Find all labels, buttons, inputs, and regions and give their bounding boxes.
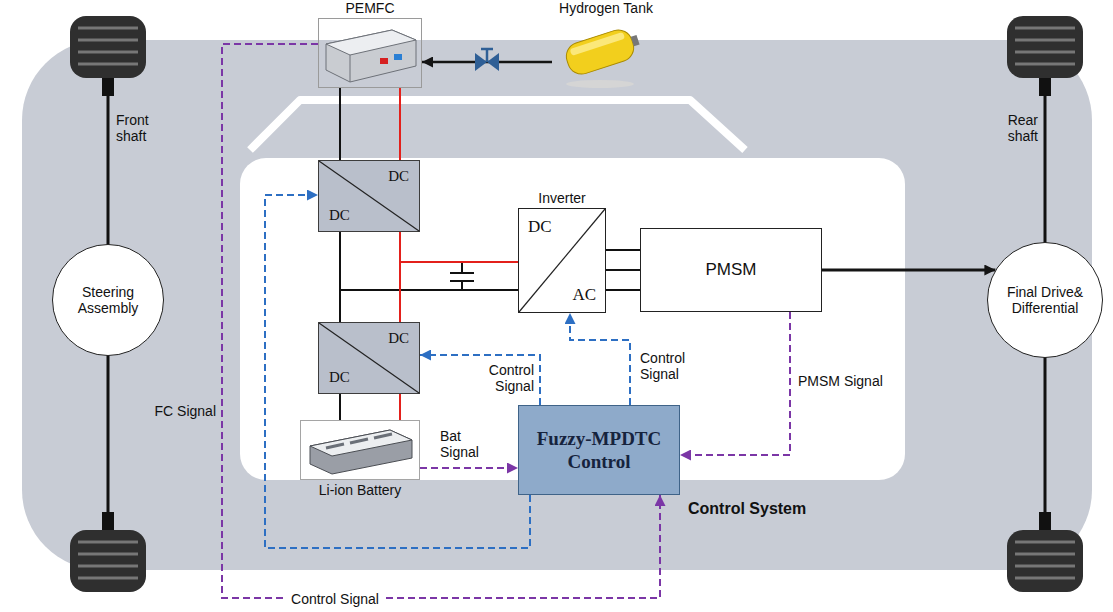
vehicle-body <box>22 40 1092 570</box>
signal-label: FC Signal <box>155 403 216 419</box>
windshield-line <box>250 100 745 150</box>
battery-pack: Li-ion Battery <box>300 420 420 498</box>
wheel <box>70 16 146 78</box>
connector <box>420 355 540 405</box>
tank-highlight <box>570 32 625 56</box>
valve-symbol <box>475 53 487 71</box>
signal-label: Control Signal <box>287 591 383 607</box>
signal-label: PMSM Signal <box>798 373 883 389</box>
node-text: PEMFC <box>346 0 395 16</box>
picture-frame <box>300 420 420 480</box>
shaft-label: Rear shaft <box>988 112 1038 144</box>
node-text: Steering Assembly <box>66 284 150 316</box>
signal-label-box: Control Signal <box>275 590 395 608</box>
wheel-tread <box>1015 28 1075 64</box>
connector <box>420 467 518 469</box>
wheel <box>1007 16 1083 78</box>
diagonal-line <box>319 323 419 393</box>
node-text: Hydrogen Tank <box>559 0 653 16</box>
signal-label-box: PMSM Signal <box>798 372 898 390</box>
connector <box>222 44 660 598</box>
battery-picture <box>310 430 412 474</box>
system-label: Control System <box>688 500 806 518</box>
node-text: PMSM <box>706 260 757 280</box>
signal-label: Control Signal <box>640 350 700 382</box>
valve-symbol <box>487 53 499 71</box>
fuel-cell-unit: PEMFC <box>318 0 422 88</box>
shaft-joint <box>102 78 114 96</box>
wheel <box>1007 530 1083 592</box>
capacitor-symbol <box>450 262 474 290</box>
system-label-box: Control System <box>688 500 828 518</box>
node-text: DC <box>528 217 552 236</box>
tank-picture <box>563 24 643 77</box>
node-text: Fuzzy-MPDTC Control <box>529 427 669 473</box>
controller-box: Fuzzy-MPDTC Control <box>518 405 680 495</box>
hydrogen-tank: Hydrogen Tank <box>552 0 660 90</box>
tank-body <box>563 26 638 77</box>
signal-label-box: Control Signal <box>474 362 534 395</box>
shaft-joint <box>1039 512 1051 530</box>
signal-label: Control Signal <box>474 362 534 394</box>
node-text: DC <box>388 330 409 347</box>
motor-box: PMSM <box>640 228 822 312</box>
shaft-joint <box>102 512 114 530</box>
connector <box>680 312 790 455</box>
shaft-label-box: Front shaft <box>116 112 160 145</box>
node-text: DC <box>329 369 350 386</box>
diagonal-line <box>519 209 605 312</box>
differential-circle: Final Drive& Differential <box>987 242 1103 358</box>
battery-cells <box>326 434 392 448</box>
inverter-box: InverterDC AC <box>518 190 606 313</box>
node-text: Final Drive& Differential <box>999 284 1091 316</box>
shaft-label: Front shaft <box>116 112 160 144</box>
diagonal-line <box>319 161 419 231</box>
signal-label: Bat Signal <box>440 428 492 460</box>
fuel-cell-connector <box>394 54 402 60</box>
connector <box>399 394 401 420</box>
fuel-cell-picture <box>350 55 351 82</box>
fuel-cell-picture <box>326 30 416 82</box>
connector <box>400 262 518 322</box>
fuel-cell-connector <box>380 58 388 64</box>
tank-shadow <box>566 80 634 88</box>
connector <box>822 269 995 272</box>
shaft-label-box: Rear shaft <box>988 112 1038 145</box>
node-text: DC <box>388 168 409 185</box>
dc-dc-converter: DC DC <box>318 160 420 232</box>
node-text: Inverter <box>538 190 585 206</box>
node-text: DC <box>329 207 350 224</box>
battery-picture <box>310 430 412 456</box>
steering-circle: Steering Assembly <box>52 244 164 356</box>
connector <box>606 269 640 271</box>
wheel-tread <box>78 28 138 64</box>
connector <box>400 232 518 262</box>
wheel-tread <box>78 542 138 578</box>
signal-label-box: Control Signal <box>640 350 700 383</box>
fuel-cell-picture <box>326 30 416 55</box>
wheel <box>70 530 146 592</box>
picture-frame <box>318 18 422 88</box>
inverter-frame: DC AC <box>518 208 606 313</box>
signal-label-box: Bat Signal <box>440 428 492 461</box>
node-text: Li-ion Battery <box>319 482 401 498</box>
signal-label-box: FC Signal <box>146 402 216 420</box>
wheel-tread <box>1015 542 1075 578</box>
shaft-joint <box>1039 78 1051 96</box>
picture-frame <box>552 18 660 90</box>
node-text: AC <box>572 285 596 304</box>
dc-dc-converter: DC DC <box>318 322 420 394</box>
connector <box>399 88 401 160</box>
connector <box>570 313 630 405</box>
tank-nozzle <box>631 35 640 46</box>
phase-wire <box>606 250 640 290</box>
valve-stem <box>481 49 493 62</box>
